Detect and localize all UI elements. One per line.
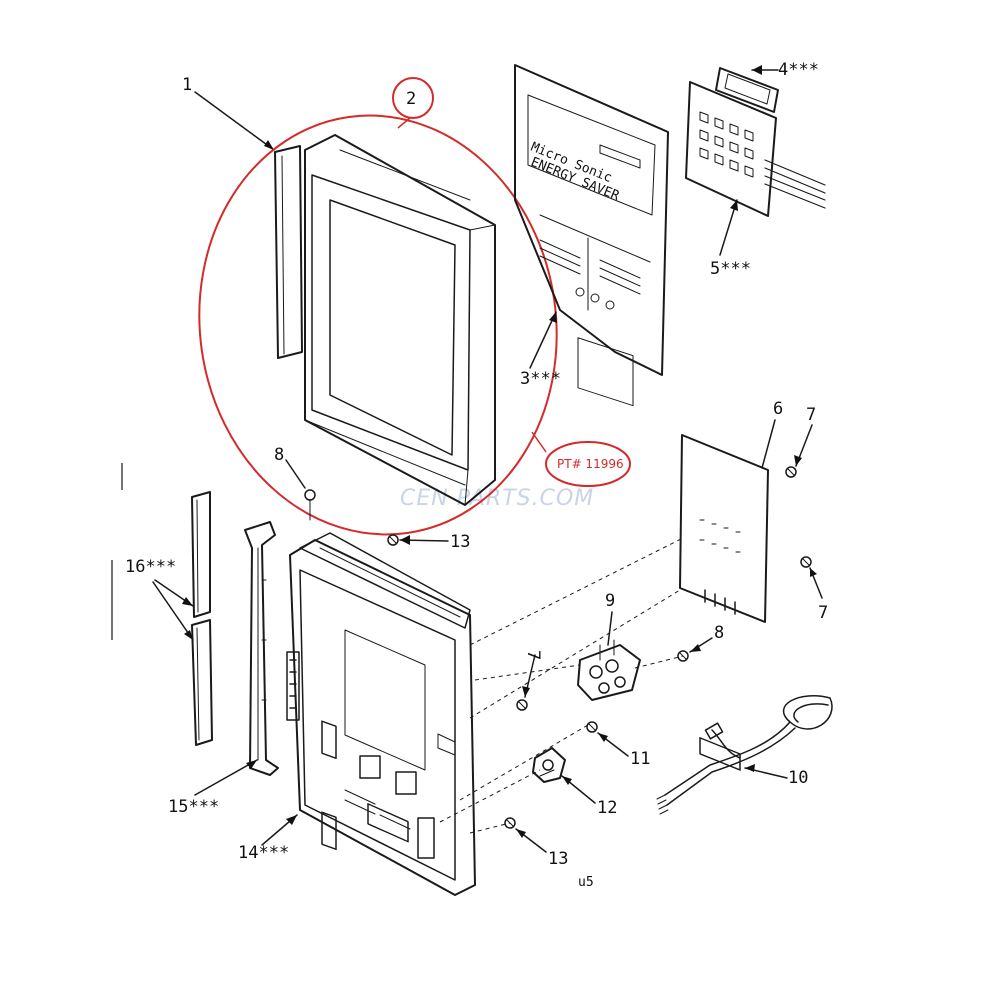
callout-8a: 8 xyxy=(274,445,284,465)
leader-6 xyxy=(761,419,776,469)
arrow-11 xyxy=(598,733,608,742)
callout-2-circle xyxy=(392,77,434,119)
leader-8a xyxy=(285,459,306,489)
part-14-control-chassis xyxy=(286,532,476,896)
callout-13a: 13 xyxy=(450,532,470,552)
callout-7b: 7 xyxy=(818,603,828,623)
part-7-screw-lower xyxy=(516,699,528,711)
leader-16b xyxy=(152,581,194,641)
arrow-3 xyxy=(549,312,557,323)
leader-9 xyxy=(607,611,613,646)
arrow-7a xyxy=(794,455,802,466)
leader-3 xyxy=(529,311,557,369)
arrow-16a xyxy=(182,597,193,606)
tag-leader xyxy=(531,431,547,453)
arrow-7c xyxy=(522,686,530,697)
callout-12: 12 xyxy=(597,798,617,818)
callout-2: 2 xyxy=(406,89,416,109)
part-number-tag-oval xyxy=(545,441,631,487)
callout-3: 3*** xyxy=(520,369,561,389)
callout-5: 5*** xyxy=(710,259,751,279)
callout-16: 16*** xyxy=(125,557,176,577)
part-3-control-panel-overlay: Micro Sonic ENERGY SAVER xyxy=(514,64,669,407)
part-5-keypad-membrane xyxy=(685,81,826,217)
part-1-side-trim xyxy=(274,145,303,359)
part-4-keypad-window xyxy=(715,67,779,113)
assembly-lines xyxy=(439,537,684,834)
part-number-tag: PT# 11996 xyxy=(557,457,624,471)
part-7-screw-upper xyxy=(785,466,797,478)
part-8-screw-top xyxy=(304,489,316,521)
arrow-1 xyxy=(264,140,274,150)
arrow-5 xyxy=(730,200,738,211)
leader-1 xyxy=(194,91,275,151)
part-10-wire-harness xyxy=(656,695,833,815)
callout-8b: 8 xyxy=(714,623,724,643)
arrow-16b xyxy=(184,630,193,640)
callout-13b: 13 xyxy=(548,849,568,869)
part-12-fuse-holder xyxy=(532,747,566,783)
callout-14: 14*** xyxy=(238,843,289,863)
arrow-14 xyxy=(286,815,297,825)
arrow-12 xyxy=(562,776,572,785)
callout-15: 15*** xyxy=(168,797,219,817)
callout-6: 6 xyxy=(773,399,783,419)
leader-2 xyxy=(397,117,411,129)
arrow-8b xyxy=(690,644,701,652)
part-9-terminal-block xyxy=(577,639,641,701)
figure-code: u5 xyxy=(578,875,594,890)
watermark-text: CEN PARTS.COM xyxy=(400,486,594,511)
callout-4: 4*** xyxy=(778,60,819,80)
callout-11: 11 xyxy=(630,749,650,769)
arrow-10 xyxy=(745,764,755,772)
part-2-door-frame xyxy=(304,134,496,506)
callout-9: 9 xyxy=(605,591,615,611)
arrow-7b xyxy=(810,568,817,577)
part-7-screw-right xyxy=(800,556,812,568)
arrow-4 xyxy=(752,65,762,75)
part-11-screw xyxy=(586,721,598,733)
highlight-ellipse xyxy=(198,114,558,536)
callout-7a: 7 xyxy=(806,405,816,425)
arrow-13b xyxy=(516,829,526,838)
callout-7c: 7 xyxy=(523,650,543,660)
callout-10: 10 xyxy=(788,768,808,788)
arrow-15 xyxy=(246,760,257,769)
part-16-seal-strips xyxy=(191,491,213,746)
part-6-circuit-board xyxy=(679,434,769,771)
callout-1: 1 xyxy=(182,75,192,95)
arrow-13a xyxy=(400,535,410,545)
part-13-screw-top xyxy=(387,534,399,546)
part-15-bracket xyxy=(244,521,279,776)
leader-15 xyxy=(194,759,258,796)
